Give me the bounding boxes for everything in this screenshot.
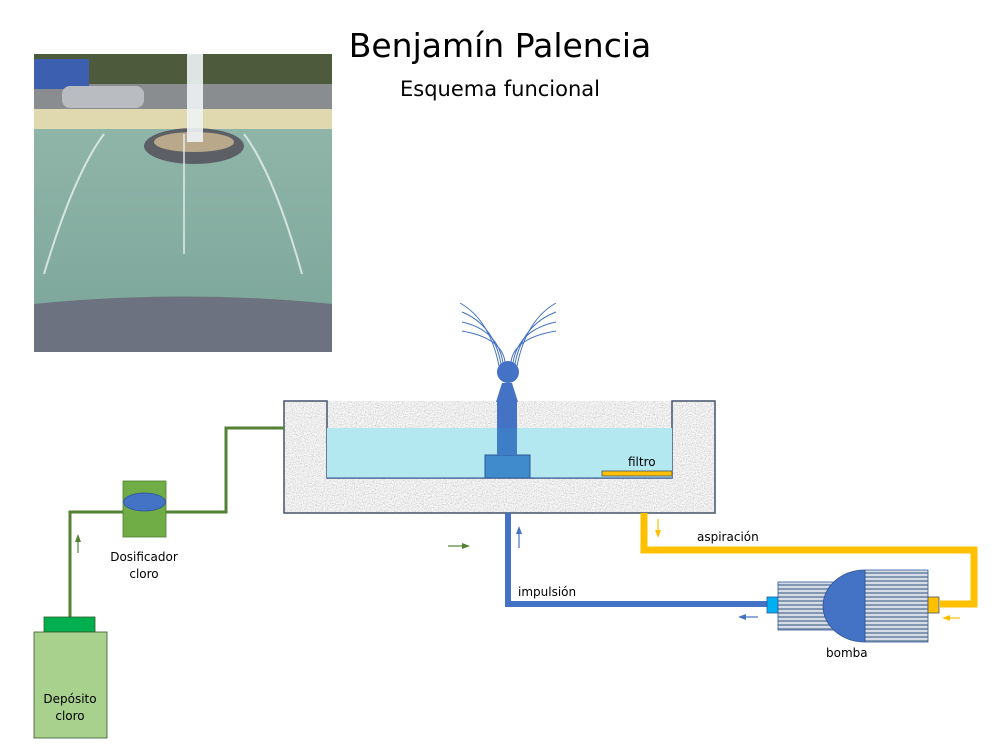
car [62, 86, 144, 108]
filter-label: filtro [628, 455, 656, 469]
suction-pipe [640, 513, 978, 608]
water-spray [459, 302, 557, 367]
doser-label-line1: Dosificador [110, 550, 178, 564]
doser-label-line2: cloro [129, 567, 158, 581]
discharge-up-arrow [516, 526, 522, 548]
discharge-left-arrow [738, 614, 758, 620]
suction-down-arrow [655, 519, 661, 538]
chlorine-right-arrow [448, 543, 470, 549]
discharge-pipe [505, 513, 770, 607]
fountain-nozzle [484, 361, 531, 479]
suction-label: aspiración [697, 530, 759, 544]
suction-left-arrow [942, 615, 960, 621]
truck [34, 59, 89, 89]
page-subtitle: Esquema funcional [399, 77, 601, 101]
tank-label-line1: Depósito [43, 692, 96, 706]
chlorine-doser [122, 480, 167, 538]
chlorine-tank [33, 616, 108, 739]
chlorine-pipe [68, 426, 284, 617]
fountain-photo [34, 54, 332, 352]
pump-label: bomba [826, 646, 868, 660]
discharge-label: impulsión [518, 585, 576, 599]
page-title: Benjamín Palencia [348, 26, 652, 65]
filter [601, 470, 673, 477]
fountain-basin [283, 400, 716, 514]
water-jet [187, 54, 203, 142]
tank-label-line2: cloro [55, 709, 84, 723]
pump [766, 569, 940, 643]
chlorine-up-arrow [75, 534, 81, 553]
